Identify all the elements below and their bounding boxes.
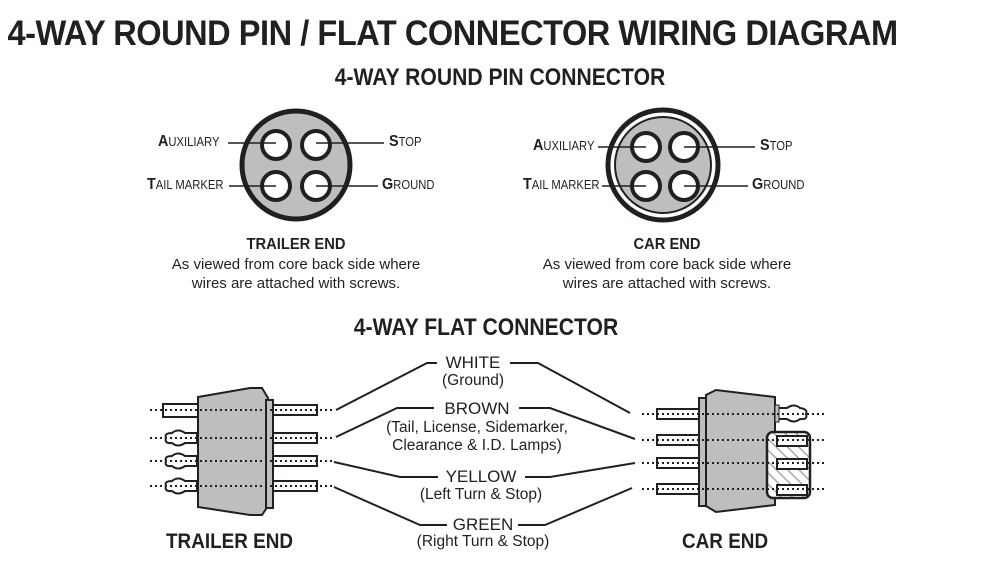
wire-white-label: WHITE — [445, 353, 501, 372]
wire-brown-function-1: (Tail, License, Sidemarker, — [386, 419, 568, 436]
main-title: 4-WAY ROUND PIN / FLAT CONNECTOR WIRING … — [7, 14, 898, 53]
trailer-dotted-lines — [150, 409, 332, 487]
round-car-end-heading: CAR END — [633, 236, 701, 253]
trailer-collar — [265, 399, 274, 509]
wire-brown-function-2: Clearance & I.D. Lamps) — [392, 437, 562, 454]
wire-yellow-line-right — [525, 462, 636, 478]
wire-lines — [333, 362, 636, 526]
wire-green-line — [333, 486, 447, 526]
wire-brown-line-right — [519, 407, 636, 440]
wire-brown-line — [335, 407, 434, 438]
wire-yellow-line — [333, 461, 438, 478]
label-car-ground: GROUND — [752, 176, 805, 193]
wire-yellow-label: YELLOW — [445, 467, 517, 486]
wire-yellow-function: (Left Turn & Stop) — [419, 486, 543, 503]
label-trailer-stop: STOP — [389, 133, 422, 150]
wire-white-line — [335, 362, 437, 411]
round-car-note-1: As viewed from core back side where — [542, 256, 792, 273]
wire-green-label: GREEN — [452, 515, 514, 534]
trailer-body — [197, 387, 269, 516]
round-trailer-body — [239, 108, 353, 222]
flat-car-end-label: CAR END — [682, 530, 769, 553]
round-trailer-note-1: As viewed from core back side where — [171, 256, 421, 273]
trailer-pins — [272, 404, 318, 492]
wire-white-function: (Ground) — [441, 372, 505, 389]
round-trailer-connector — [228, 108, 384, 222]
pin-stop — [300, 129, 332, 161]
flat-connector-title: 4-WAY FLAT CONNECTOR — [353, 314, 619, 341]
car-dotted-lines — [642, 413, 825, 490]
round-car-connector — [598, 107, 755, 223]
pin-aux — [260, 129, 292, 161]
car-socket-slots — [776, 435, 808, 496]
car-pins — [656, 408, 700, 495]
round-connector-title: 4-WAY ROUND PIN CONNECTOR — [334, 64, 666, 91]
label-car-auxiliary: AUXILIARY — [533, 137, 595, 154]
car-body — [705, 388, 776, 514]
round-trailer-note-2: wires are attached with screws. — [191, 275, 401, 292]
flat-trailer-end-label: TRAILER END — [166, 530, 294, 553]
round-car-note-2: wires are attached with screws. — [562, 275, 772, 292]
flat-car-connector — [642, 388, 825, 514]
label-car-stop: STOP — [760, 137, 793, 154]
flat-trailer-connector — [150, 387, 332, 516]
round-car-body — [614, 116, 712, 214]
round-trailer-end-heading: TRAILER END — [246, 236, 346, 253]
wire-green-function: (Right Turn & Stop) — [416, 533, 550, 550]
label-trailer-ground: GROUND — [382, 176, 435, 193]
wire-white-line-right — [510, 362, 631, 414]
label-car-tail-marker: TAIL MARKER — [523, 176, 600, 193]
car-bullet — [774, 404, 808, 423]
label-trailer-auxiliary: AUXILIARY — [158, 133, 220, 150]
label-trailer-tail-marker: TAIL MARKER — [147, 176, 224, 193]
wire-brown-label: BROWN — [444, 399, 510, 418]
wire-green-line-right — [518, 487, 633, 526]
